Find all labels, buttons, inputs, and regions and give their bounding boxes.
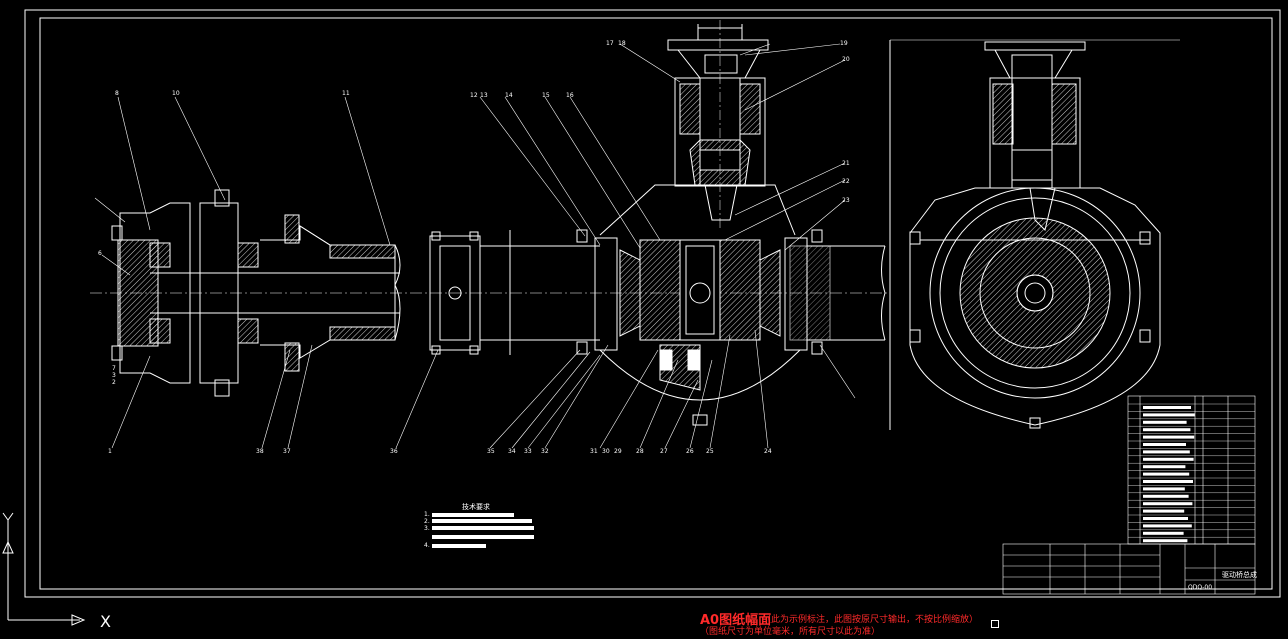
balloon-21: 21 — [842, 160, 850, 167]
balloon-28: 28 — [636, 448, 644, 455]
bom-row-text — [1143, 428, 1191, 432]
bom-row-text — [1143, 450, 1190, 454]
side-view — [889, 39, 1180, 430]
leader-lines — [94, 43, 856, 449]
balloon-33: 33 — [524, 448, 532, 455]
snap-marker[interactable] — [991, 620, 999, 628]
balloon-10: 10 — [172, 90, 180, 97]
balloon-2: 2 — [112, 379, 116, 386]
ucs-icon[interactable] — [2, 512, 86, 626]
bom-row-text — [1143, 420, 1187, 424]
red-note-line1: （此为示例标注，此图按原尺寸输出，不按比例缩放） — [762, 615, 979, 625]
bom-row-text — [1143, 465, 1186, 469]
inner-frame — [39, 17, 1273, 590]
bom-row-text — [1143, 472, 1190, 476]
balloon-13: 13 — [480, 92, 488, 99]
tech-req-title: 技术要求 — [462, 503, 490, 511]
bom-row-text — [1143, 406, 1191, 409]
differential-housing — [576, 184, 886, 426]
tech-req-3: 3. — [424, 525, 430, 532]
tech-req-4: 4. — [424, 542, 430, 549]
tech-req-2: 2. — [424, 518, 430, 525]
bom-row-text — [1143, 443, 1186, 446]
balloon-15: 15 — [542, 92, 550, 99]
balloon-19: 19 — [840, 40, 848, 47]
balloon-26: 26 — [686, 448, 694, 455]
bom-row-text — [1143, 435, 1195, 439]
balloon-29: 29 — [614, 448, 622, 455]
balloon-31: 31 — [590, 448, 598, 455]
balloon-34: 34 — [508, 448, 516, 455]
tech-req-1: 1. — [424, 511, 430, 518]
bom-row-text — [1143, 524, 1192, 528]
balloon-37: 37 — [283, 448, 291, 455]
balloon-25: 25 — [706, 448, 714, 455]
bom-row-text — [1143, 531, 1184, 535]
balloon-27: 27 — [660, 448, 668, 455]
bom-row-text — [1143, 494, 1189, 498]
balloon-30: 30 — [602, 448, 610, 455]
bom-row-text — [1143, 517, 1188, 520]
balloon-6: 6 — [98, 250, 102, 257]
balloon-22: 22 — [842, 178, 850, 185]
drawing-name: 驱动桥总成 — [1222, 571, 1257, 579]
bom-row-text — [1143, 502, 1193, 506]
tech-req-lines — [432, 513, 534, 548]
pinion-housing — [667, 20, 769, 230]
title-block — [1002, 543, 1256, 595]
balloon-12: 12 — [470, 92, 478, 99]
balloon-17: 17 — [606, 40, 614, 47]
balloon-32: 32 — [541, 448, 549, 455]
bom-row-text — [1143, 457, 1194, 461]
balloon-36: 36 — [390, 448, 398, 455]
balloon-23: 23 — [842, 197, 850, 204]
balloon-20: 20 — [842, 56, 850, 63]
balloon-8: 8 — [115, 90, 119, 97]
balloon-38: 38 — [256, 448, 264, 455]
balloon-7: 7 — [112, 365, 116, 372]
parts-list-rows — [1128, 403, 1255, 543]
balloon-35: 35 — [487, 448, 495, 455]
outer-frame — [24, 9, 1281, 598]
balloon-24: 24 — [764, 448, 772, 455]
balloon-3: 3 — [112, 372, 116, 379]
red-note-heading: A0图纸幅面 — [700, 613, 772, 628]
balloon-18: 18 — [618, 40, 626, 47]
red-note-line2: （图纸尺寸为单位毫米，所有尺寸以此为准） — [700, 627, 881, 637]
balloon-14: 14 — [505, 92, 513, 99]
bom-row-text — [1143, 539, 1188, 543]
balloon-16: 16 — [566, 92, 574, 99]
bom-row-text — [1143, 509, 1185, 513]
drawing-number: QDQ-00 — [1188, 584, 1213, 591]
balloon-1: 1 — [108, 448, 112, 455]
bom-row-text — [1143, 480, 1193, 483]
ucs-x-label: X — [100, 612, 111, 631]
bom-row-text — [1143, 413, 1195, 417]
left-hub-assembly — [111, 189, 401, 397]
bom-row-text — [1143, 487, 1185, 491]
spring-seat — [429, 230, 600, 355]
balloon-11: 11 — [342, 90, 350, 97]
